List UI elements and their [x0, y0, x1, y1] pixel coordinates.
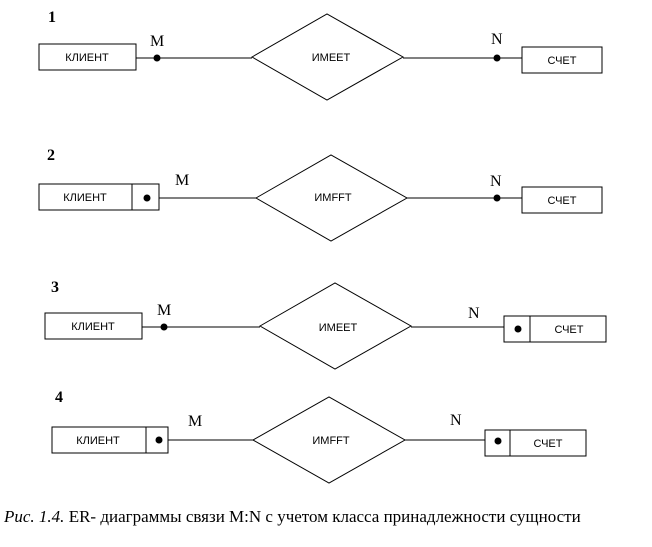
cardinality-label-n: N [490, 173, 502, 190]
entity-label-client: КЛИЕНТ [65, 52, 109, 64]
entity-label-account: СЧЕТ [548, 55, 577, 67]
participation-dot [153, 54, 161, 62]
cardinality-label-m: M [150, 33, 164, 50]
entity-label-account: СЧЕТ [555, 324, 584, 336]
entity-label-client: КЛИЕНТ [71, 321, 115, 333]
figure-caption: Рис. 1.4. ER- диаграммы связи M:N с учет… [4, 507, 652, 527]
participation-dot [514, 325, 522, 333]
entity-box-account [521, 46, 603, 74]
relationship-label: ИМЕЕТ [319, 322, 358, 334]
caption-prefix: Рис. 1.4. [4, 507, 65, 526]
cardinality-label-m: M [175, 172, 189, 189]
er-diagram-3: 3 КЛИЕНТ M ИМЕЕТ N СЧЕТ [44, 279, 607, 370]
participation-dot [494, 437, 502, 445]
relationship-label: ИМFFТ [314, 192, 352, 204]
er-diagram-4: 4 КЛИЕНТ M ИМFFТ N СЧЕТ [51, 389, 587, 484]
cardinality-label-n: N [468, 305, 480, 322]
entity-box-account [484, 429, 587, 457]
entity-label-account: СЧЕТ [548, 195, 577, 207]
participation-dot [160, 323, 168, 331]
entity-box-client [38, 43, 137, 71]
relationship-diamond [250, 13, 405, 101]
diagram-number: 1 [48, 9, 56, 26]
diagram-number: 4 [55, 389, 63, 406]
entity-box-client [51, 426, 169, 454]
er-diagram-2: 2 КЛИЕНТ M ИМFFТ N СЧЕТ [38, 147, 603, 242]
cardinality-label-n: N [491, 31, 503, 48]
relationship-label: ИМЕЕТ [312, 52, 351, 64]
cardinality-label-n: N [450, 412, 462, 429]
entity-label-account: СЧЕТ [534, 438, 563, 450]
entity-box-client [38, 183, 160, 211]
participation-dot [143, 194, 151, 202]
cardinality-label-m: M [188, 413, 202, 430]
entity-box-account [521, 186, 603, 214]
entity-box-account [503, 315, 607, 343]
participation-dot [155, 436, 163, 444]
relationship-label: ИМFFТ [312, 435, 350, 447]
entity-label-client: КЛИЕНТ [63, 192, 107, 204]
participation-dot [493, 194, 501, 202]
relationship-diamond [258, 282, 413, 370]
participation-dot [493, 54, 501, 62]
entity-box-client [44, 312, 143, 340]
diagram-number: 2 [47, 147, 55, 164]
caption-text: ER- диаграммы связи M:N с учетом класса … [64, 507, 581, 526]
entity-label-client: КЛИЕНТ [76, 435, 120, 447]
er-diagram-1: 1 КЛИЕНТ M ИМЕЕТ N СЧЕТ [38, 9, 603, 101]
diagram-number: 3 [51, 279, 59, 296]
cardinality-label-m: M [157, 302, 171, 319]
